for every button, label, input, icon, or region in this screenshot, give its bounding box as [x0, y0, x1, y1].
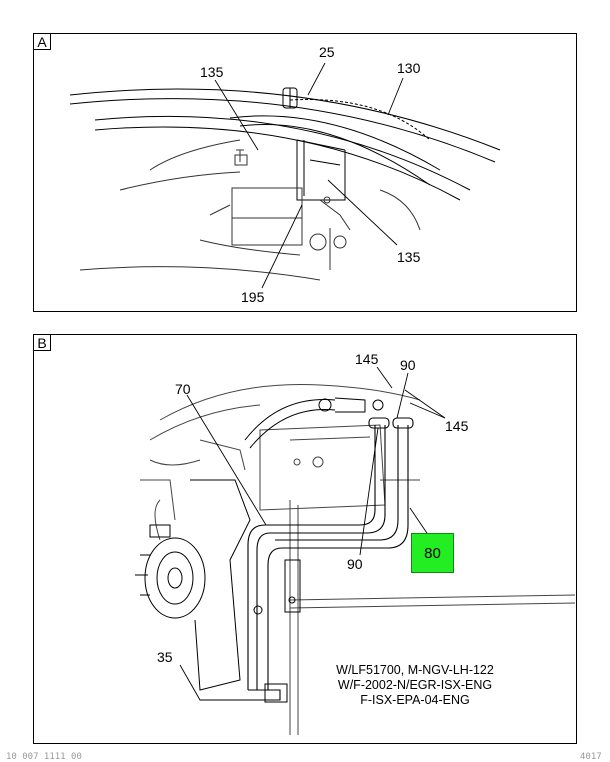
tube-bracket — [264, 559, 301, 703]
callout-70: 70 — [175, 381, 191, 397]
footer-left-code: 10 007 1111 00 — [6, 752, 82, 762]
bracket-part — [296, 139, 346, 201]
callout-90-upper: 90 — [400, 357, 416, 373]
panel-label-a: A — [33, 33, 51, 50]
note-line-3: F-ISX-EPA-04-ENG — [360, 693, 470, 707]
engine-block — [79, 139, 421, 281]
applicability-note: W/LF51700, M-NGV-LH-122 W/F-2002-N/EGR-I… — [255, 663, 575, 708]
callout-135-upper: 135 — [200, 64, 224, 80]
leader-lines-b — [179, 366, 446, 701]
note-line-1: W/LF51700, M-NGV-LH-122 — [336, 663, 494, 677]
panel-b-illustration — [135, 366, 576, 735]
detail-panel-b: B — [33, 334, 577, 744]
callout-145-right: 145 — [445, 418, 469, 434]
clamp-part — [282, 87, 298, 109]
harness-cable — [244, 397, 384, 449]
callout-25: 25 — [319, 44, 335, 60]
note-line-2: W/F-2002-N/EGR-ISX-ENG — [337, 678, 493, 692]
callout-195: 195 — [241, 289, 265, 305]
leader-lines-a — [214, 62, 404, 289]
coolant-tubes — [247, 417, 414, 701]
footer-right-code: 4017 — [580, 752, 602, 762]
pump-assembly — [135, 479, 263, 691]
callout-90-lower: 90 — [347, 556, 363, 572]
callout-135-lower: 135 — [397, 249, 421, 265]
highlighted-callout-80[interactable]: 80 — [411, 533, 454, 573]
detail-panel-a: A — [33, 33, 577, 312]
cable-bundle — [69, 88, 501, 201]
callout-145-upper: 145 — [355, 351, 379, 367]
callout-35: 35 — [157, 649, 173, 665]
panel-label-b: B — [33, 334, 51, 351]
callout-130: 130 — [397, 60, 421, 76]
